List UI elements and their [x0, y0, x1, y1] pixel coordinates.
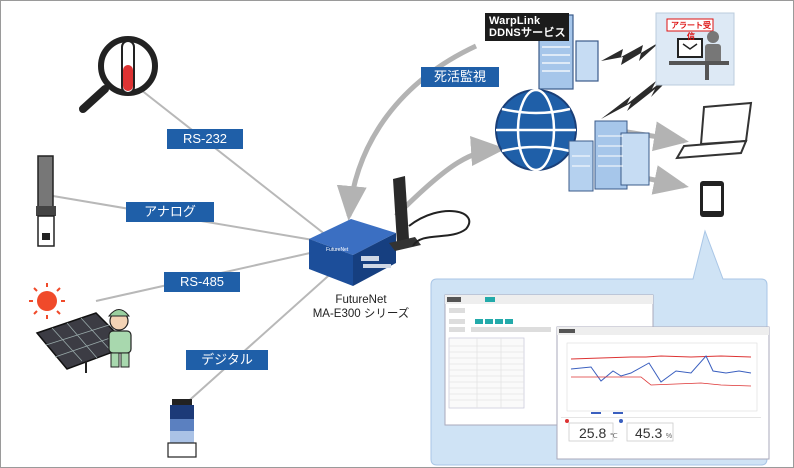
arrow-router-to-cloud — [394, 136, 506, 218]
alert-label: アラート受信 — [671, 21, 711, 41]
temperature-trace — [570, 355, 752, 360]
reading-1-unit: ℃ — [609, 433, 618, 440]
ddns-label-line1: WarpLink — [489, 15, 541, 27]
ddns-label-line2: DDNSサービス — [489, 27, 566, 39]
device-caption-model: MA-E300 シリーズ — [312, 308, 410, 320]
reading-1: 25.8 ℃ — [579, 425, 618, 441]
humidity-trace — [570, 355, 752, 383]
reading-2-unit: % — [665, 433, 673, 440]
reading-1-value: 25.8 — [579, 425, 607, 441]
label-rs232: RS-232 — [167, 129, 243, 149]
arrow-monitor-to-router — [336, 43, 478, 221]
ddns-label: WarpLink DDNSサービス — [489, 15, 569, 39]
reading-2: 45.3 % — [635, 425, 672, 441]
device-caption: FutureNet MA-E300 シリーズ — [301, 293, 421, 321]
label-rs485: RS-485 — [164, 272, 240, 292]
device-caption-brand: FutureNet — [335, 294, 387, 306]
reading-2-value: 45.3 — [635, 425, 663, 441]
line-rs232 — [135, 85, 332, 240]
label-analog: アナログ — [126, 202, 214, 222]
svg-text:FutureNet: FutureNet — [326, 247, 349, 253]
label-monitor: 死活監視 — [421, 67, 499, 87]
line-digital — [182, 268, 337, 407]
label-digital: デジタル — [186, 350, 268, 370]
